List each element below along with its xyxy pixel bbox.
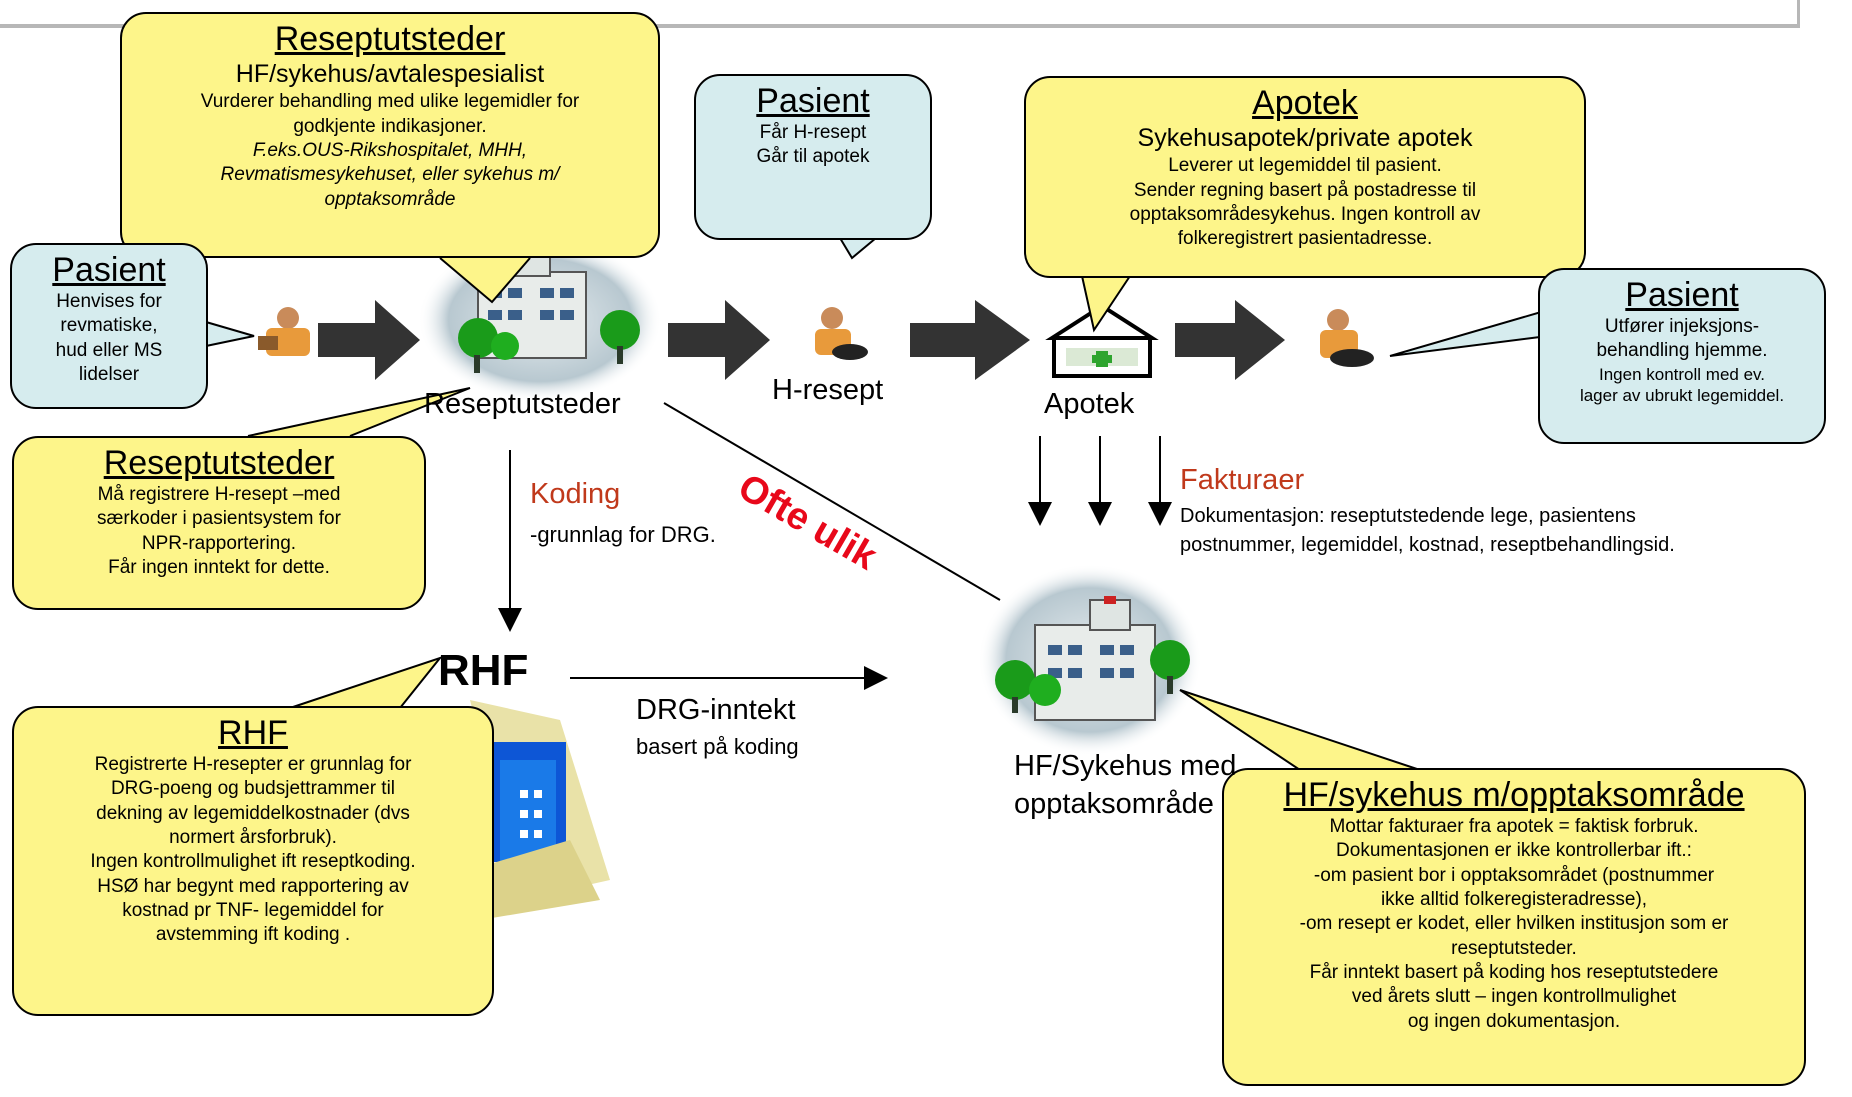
callout-line: ved årets slutt – ingen kontrollmulighet (1351, 986, 1677, 1008)
callout-line: lidelser (78, 364, 140, 386)
label-rhf: RHF (438, 646, 529, 695)
callout-line: opptaksområde (324, 188, 456, 210)
pharmacy-icon (1045, 303, 1159, 378)
callout-line: -om resept er kodet, eller hvilken insti… (1299, 913, 1729, 935)
callout-line: Leverer ut legemiddel til pasient. (1168, 155, 1442, 177)
callout-title: Reseptutsteder (274, 20, 506, 58)
callout-line: Utfører injeksjons- (1604, 316, 1760, 338)
hospital-icon-hf (978, 564, 1202, 756)
callout-line: Mottar fakturaer fra apotek = faktisk fo… (1329, 816, 1699, 838)
callout-title: Reseptutsteder (103, 444, 335, 482)
label-apotek: Apotek (1044, 388, 1135, 420)
label-hf-line1: HF/Sykehus med (1014, 750, 1237, 782)
callout-line: kostnad pr TNF- legemiddel for (122, 899, 384, 921)
label-reseptutsteder: Reseptutsteder (424, 388, 621, 420)
right-edge-line (1797, 0, 1800, 28)
callout-line: HSØ har begynt med rapportering av (97, 875, 409, 897)
top-bar (0, 0, 1800, 28)
callout-pasient-left: Pasient Henvises for revmatiske, hud ell… (10, 243, 208, 409)
callout-title: HF/sykehus m/opptaksområde (1283, 776, 1745, 814)
rhf-building-icon (470, 700, 610, 920)
flow-arrow-2 (668, 300, 770, 380)
callout-hf-sykehus: HF/sykehus m/opptaksområde Mottar faktur… (1222, 768, 1806, 1086)
label-drg-sub: basert på koding (636, 734, 799, 759)
callout-line: lager av ubrukt legemiddel. (1579, 386, 1785, 406)
tail-rhf (289, 655, 443, 709)
callout-line: reseptutsteder. (1451, 937, 1577, 959)
label-drg-inntekt: DRG-inntekt (636, 694, 796, 726)
tail-apotek (1081, 275, 1131, 333)
callout-line: Ingen kontrollmulighet ift reseptkoding. (90, 851, 416, 873)
tail-reseptutsteder-bottom (247, 387, 471, 437)
callout-line: og ingen dokumentasjon. (1407, 1010, 1621, 1032)
callout-line: ikke alltid folkeregisteradresse), (1380, 889, 1648, 911)
callout-pasient-mid: Pasient Får H-resept Går til apotek (694, 74, 932, 240)
label-koding: Koding (530, 478, 621, 510)
flow-arrow-3 (910, 300, 1030, 380)
patient-icon-right (1320, 309, 1374, 367)
callout-pasient-right: Pasient Utfører injeksjons- behandling h… (1538, 268, 1826, 444)
callout-subtitle: HF/sykehus/avtalespesialist (235, 60, 545, 89)
callout-line: hud eller MS (55, 339, 163, 361)
callout-title: Pasient (1625, 276, 1739, 314)
callout-title: Pasient (756, 82, 870, 120)
label-fakturaer-doc-2: postnummer, legemiddel, kostnad, reseptb… (1180, 534, 1675, 556)
callout-line: behandling hjemme. (1596, 340, 1768, 362)
tail-pasient-left (205, 321, 255, 347)
label-h-resept: H-resept (772, 374, 884, 406)
callout-line: Får inntekt basert på koding hos reseptu… (1309, 961, 1719, 983)
tail-hf (1179, 689, 1421, 771)
callout-line: avstemming ift koding . (155, 924, 351, 946)
patient-icon-left (258, 307, 310, 356)
callout-subtitle: Sykehusapotek/private apotek (1137, 124, 1473, 153)
callout-line: DRG-poeng og budsjettrammer til (110, 778, 396, 800)
callout-line: Revmatismesykehuset, eller sykehus m/ (220, 164, 560, 186)
callout-title: Apotek (1252, 84, 1358, 122)
callout-reseptutsteder-bottom: Reseptutsteder Må registrere H-resept –m… (12, 436, 426, 610)
callout-line: folkeregistrert pasientadresse. (1177, 228, 1433, 250)
flow-arrow-1 (318, 300, 420, 380)
callout-rhf: RHF Registrerte H-resepter er grunnlag f… (12, 706, 494, 1016)
label-fakturaer: Fakturaer (1180, 464, 1305, 496)
callout-line: dekning av legemiddelkostnader (dvs (96, 802, 410, 824)
tail-pasient-right (1389, 309, 1549, 357)
callout-line: Sender regning basert på postadresse til (1133, 179, 1477, 201)
callout-line: opptaksområdesykehus. Ingen kontroll av (1129, 203, 1481, 225)
callout-line: F.eks.OUS-Rikshospitalet, MHH, (252, 139, 528, 161)
callout-line: godkjente indikasjoner. (293, 115, 487, 137)
callout-line: Vurderer behandling med ulike legemidler… (200, 91, 580, 113)
callout-line: Går til apotek (756, 146, 870, 168)
label-koding-sub: -grunnlag for DRG. (530, 522, 716, 547)
callout-title: Pasient (52, 251, 166, 289)
callout-line: Får ingen inntekt for dette. (108, 557, 330, 579)
callout-line: revmatiske, (60, 315, 158, 337)
tail-reseptutsteder-top (439, 257, 531, 304)
callout-reseptutsteder-top: Reseptutsteder HF/sykehus/avtalespesiali… (120, 12, 660, 258)
callout-apotek: Apotek Sykehusapotek/private apotek Leve… (1024, 76, 1586, 278)
callout-line: Får H-resept (759, 122, 867, 144)
patient-icon-mid (815, 307, 868, 360)
callout-line: -om pasient bor i opptaksområdet (postnu… (1313, 864, 1715, 886)
callout-line: Må registrere H-resept –med (97, 484, 341, 506)
tail-pasient-mid (839, 237, 877, 260)
flow-arrow-4 (1175, 300, 1285, 380)
callout-line: Henvises for (56, 291, 162, 313)
callout-line: Registrerte H-resepter er grunnlag for (94, 754, 412, 776)
ofte-ulik-line (663, 402, 1001, 601)
callout-line: normert årsforbruk). (169, 827, 337, 849)
label-fakturaer-doc-1: Dokumentasjon: reseptutstedende lege, pa… (1180, 505, 1636, 527)
callout-line: Ingen kontroll med ev. (1599, 364, 1765, 384)
callout-title: RHF (218, 714, 288, 752)
callout-line: Dokumentasjonen er ikke kontrollerbar if… (1336, 840, 1692, 862)
callout-line: NPR-rapportering. (141, 532, 297, 554)
label-hf-line2: opptaksområde (1014, 788, 1214, 820)
callout-line: særkoder i pasientsystem for (97, 508, 341, 530)
